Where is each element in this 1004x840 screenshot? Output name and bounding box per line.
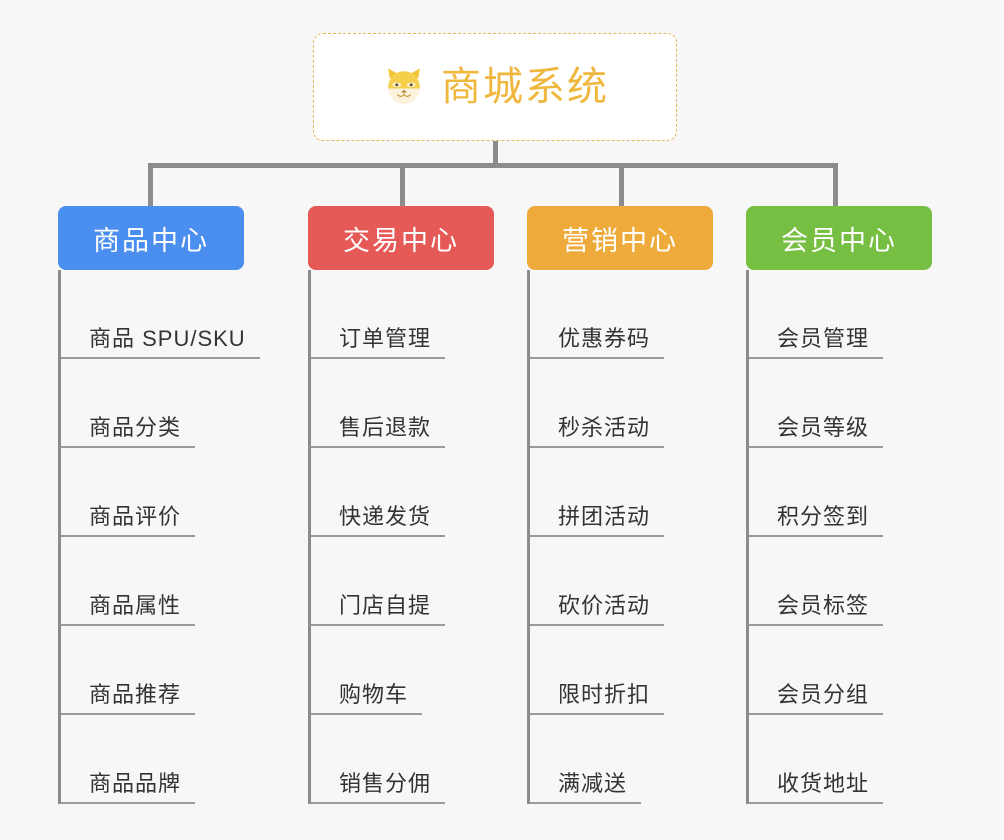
connector-root-stem [493,141,498,165]
leaf-item-label: 拼团活动 [558,503,651,529]
leaf-item[interactable]: 会员分组 [749,626,932,715]
leaf-item-label: 商品属性 [89,592,182,618]
category-header-label: 商品中心 [93,225,209,256]
root-title: 商城系统 [441,65,609,109]
leaf-item-label: 销售分佣 [339,770,432,796]
leaf-item-label: 收货地址 [777,770,870,796]
leaf-item-label: 砍价活动 [558,592,651,618]
leaf-item-label: 会员标签 [777,592,870,618]
leaf-item-label: 满减送 [558,770,628,796]
category-items-marketing: 优惠券码 秒杀活动 拼团活动 砍价活动 限时折扣 满减送 [527,270,713,804]
leaf-item[interactable]: 秒杀活动 [530,359,713,448]
leaf-item-label: 优惠券码 [558,325,651,351]
connector-drop-3 [619,163,624,208]
category-column-product: 商品中心 商品 SPU/SKU 商品分类 商品评价 商品属性 商品推荐 商品品牌 [58,206,260,804]
leaf-item[interactable]: 优惠券码 [530,270,713,359]
leaf-item-label: 门店自提 [339,592,432,618]
leaf-item[interactable]: 销售分佣 [311,715,494,804]
leaf-item-label: 商品分类 [89,414,182,440]
leaf-item[interactable]: 拼团活动 [530,448,713,537]
category-items-trade: 订单管理 售后退款 快递发货 门店自提 购物车 销售分佣 [308,270,494,804]
leaf-item-label: 会员管理 [777,325,870,351]
leaf-item-label: 秒杀活动 [558,414,651,440]
leaf-item-label: 商品推荐 [89,681,182,707]
leaf-item[interactable]: 会员等级 [749,359,932,448]
category-items-product: 商品 SPU/SKU 商品分类 商品评价 商品属性 商品推荐 商品品牌 [58,270,260,804]
leaf-item-label: 售后退款 [339,414,432,440]
leaf-item[interactable]: 商品评价 [61,448,244,537]
category-header-trade[interactable]: 交易中心 [308,206,494,270]
category-items-member: 会员管理 会员等级 积分签到 会员标签 会员分组 收货地址 [746,270,932,804]
leaf-item[interactable]: 会员管理 [749,270,932,359]
category-column-marketing: 营销中心 优惠券码 秒杀活动 拼团活动 砍价活动 限时折扣 满减送 [527,206,713,804]
leaf-item[interactable]: 积分签到 [749,448,932,537]
leaf-item-label: 购物车 [339,681,409,707]
leaf-item[interactable]: 商品品牌 [61,715,244,804]
leaf-item-label: 商品评价 [89,503,182,529]
category-column-trade: 交易中心 订单管理 售后退款 快递发货 门店自提 购物车 销售分佣 [308,206,494,804]
leaf-item-label: 商品 SPU/SKU [89,325,246,351]
category-header-label: 营销中心 [562,225,678,256]
leaf-item-label: 限时折扣 [558,681,651,707]
leaf-item[interactable]: 砍价活动 [530,537,713,626]
leaf-item[interactable]: 门店自提 [311,537,494,626]
connector-horizontal-bus [148,163,838,168]
category-header-product[interactable]: 商品中心 [58,206,244,270]
leaf-item[interactable]: 快递发货 [311,448,494,537]
leaf-item[interactable]: 商品推荐 [61,626,244,715]
leaf-item[interactable]: 限时折扣 [530,626,713,715]
leaf-item[interactable]: 购物车 [311,626,494,715]
connector-drop-1 [148,163,153,208]
connector-drop-2 [400,163,405,208]
leaf-item[interactable]: 满减送 [530,715,713,804]
leaf-item-label: 积分签到 [777,503,870,529]
leaf-item[interactable]: 售后退款 [311,359,494,448]
leaf-item-label: 会员分组 [777,681,870,707]
category-header-member[interactable]: 会员中心 [746,206,932,270]
dog-face-icon [388,68,420,105]
root-node-mall-system: 商城系统 [313,33,677,141]
leaf-item-label: 订单管理 [339,325,432,351]
connector-drop-4 [833,163,838,208]
leaf-item[interactable]: 收货地址 [749,715,932,804]
leaf-item-label: 快递发货 [339,503,432,529]
category-header-label: 交易中心 [343,225,459,256]
category-column-member: 会员中心 会员管理 会员等级 积分签到 会员标签 会员分组 收货地址 [746,206,932,804]
category-header-label: 会员中心 [781,225,897,256]
leaf-item[interactable]: 会员标签 [749,537,932,626]
leaf-item-label: 商品品牌 [89,770,182,796]
leaf-item[interactable]: 订单管理 [311,270,494,359]
category-header-marketing[interactable]: 营销中心 [527,206,713,270]
leaf-item[interactable]: 商品 SPU/SKU [61,270,260,359]
leaf-item[interactable]: 商品分类 [61,359,244,448]
leaf-item[interactable]: 商品属性 [61,537,244,626]
leaf-item-label: 会员等级 [777,414,870,440]
